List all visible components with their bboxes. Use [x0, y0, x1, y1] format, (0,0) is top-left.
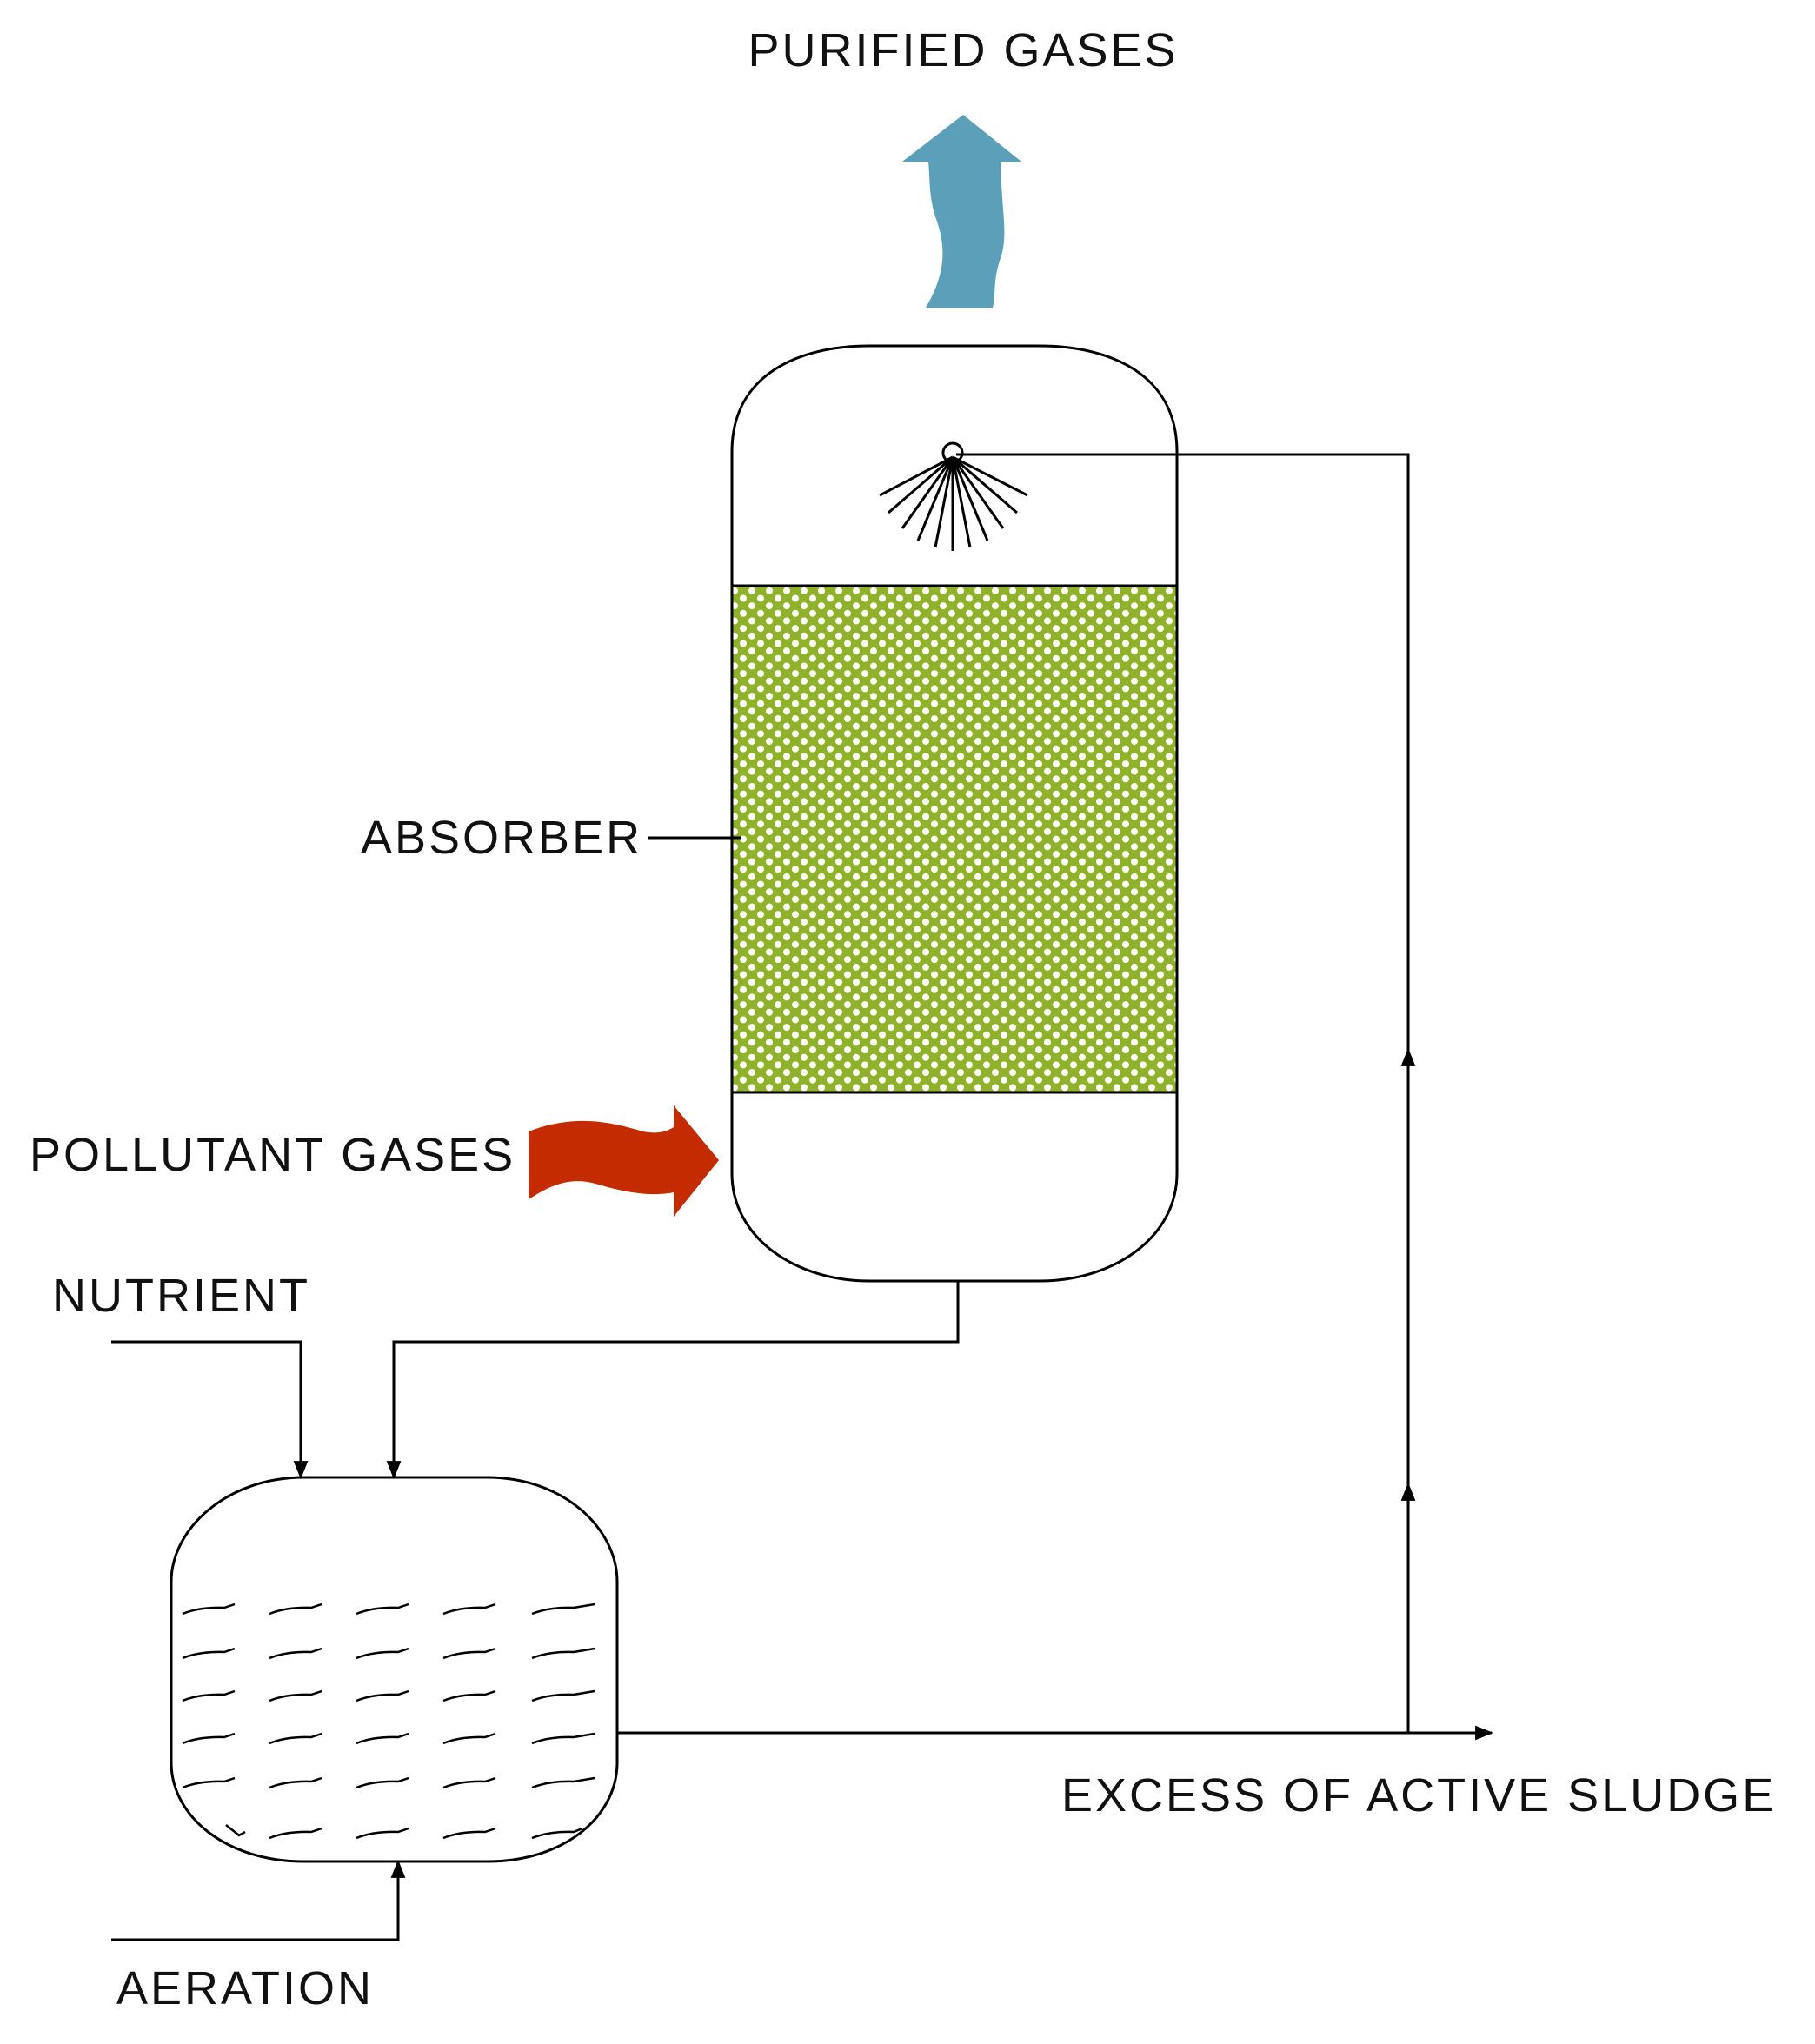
recirculation-line — [956, 453, 1416, 1733]
bioreactor-tank — [170, 1476, 619, 1863]
absorber-packing — [732, 586, 1177, 1092]
nutrient-feed-line — [111, 1340, 309, 1480]
aeration-line — [111, 1859, 406, 1941]
purified-gases-label: PURIFIED GASES — [748, 24, 1178, 76]
excess-sludge-label: EXCESS OF ACTIVE SLUDGE — [1061, 1769, 1776, 1822]
pollutant-gases-arrow — [529, 1105, 719, 1217]
spray-nozzle — [879, 441, 1028, 551]
purified-gases-arrow — [902, 115, 1021, 308]
nutrient-label: NUTRIENT — [52, 1270, 310, 1322]
aeration-label: AERATION — [116, 1962, 374, 2014]
absorber-column — [730, 344, 1179, 1283]
absorber-label: ABSORBER — [361, 812, 642, 864]
pollutant-gases-label: POLLUTANT GASES — [30, 1129, 515, 1181]
liquid-surface-marks — [182, 1603, 595, 1840]
absorber-drain-line — [386, 1281, 960, 1480]
